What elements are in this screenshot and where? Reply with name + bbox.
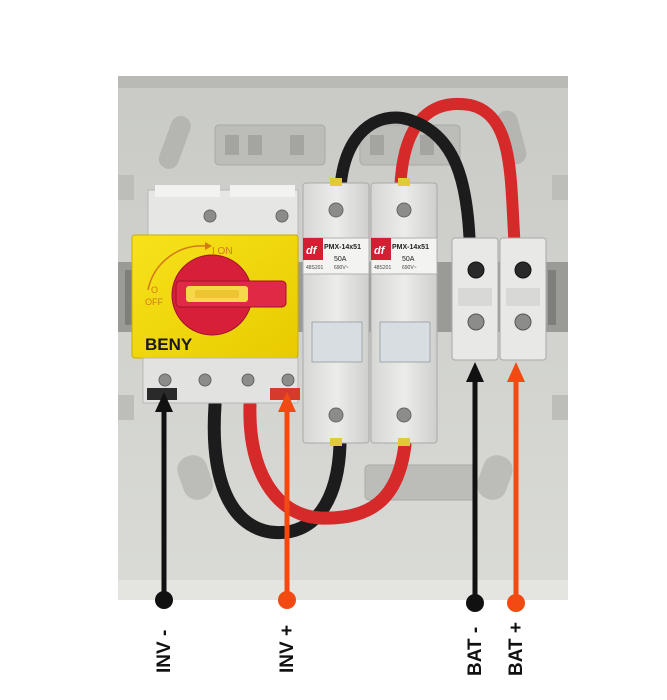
callout-bat-pos-arrow (507, 362, 525, 612)
cable-red-top (394, 97, 521, 256)
fuse-holder-1 (302, 178, 370, 446)
fuse-2-code: 48S201 (374, 265, 391, 271)
fuse-2-logo: df (374, 245, 386, 257)
fuse-1-logo: df (306, 245, 318, 257)
switch-bottom-terminals (142, 357, 300, 404)
switch-top-terminals (147, 185, 299, 236)
switch-off-symbol: O (151, 285, 158, 295)
side-lugs (118, 175, 568, 420)
switch-on-label: I ON (212, 246, 233, 257)
callout-inv-neg-arrow (155, 392, 173, 609)
label-inv-pos: INV + (277, 624, 298, 673)
fuse-holder-2 (370, 178, 438, 446)
callout-inv-pos-arrow (278, 392, 296, 609)
fuse-1-code: 48S201 (306, 265, 323, 271)
fuse-2-rating: 50A (402, 256, 415, 263)
fuse-2-model: PMX-14x51 (392, 244, 429, 251)
fuse-1-model: PMX-14x51 (324, 244, 361, 251)
label-bat-neg: BAT - (465, 626, 486, 676)
label-inv-neg: INV - (154, 629, 175, 673)
terminal-block-bat-neg (451, 237, 499, 361)
cable-red-bottom (243, 398, 412, 525)
switch-brand: BENY (145, 335, 193, 354)
fuse-2-voltage: 690V~ (402, 265, 417, 271)
switch-off-label: OFF (145, 297, 163, 307)
cable-black-bottom (207, 398, 347, 540)
callout-bat-neg-arrow (466, 362, 484, 612)
terminal-block-bat-pos (499, 237, 547, 361)
fuse-1-rating: 50A (334, 256, 347, 263)
cable-black-top (334, 111, 476, 256)
fuse-1-voltage: 690V~ (334, 265, 349, 271)
label-bat-pos: BAT + (506, 621, 527, 676)
